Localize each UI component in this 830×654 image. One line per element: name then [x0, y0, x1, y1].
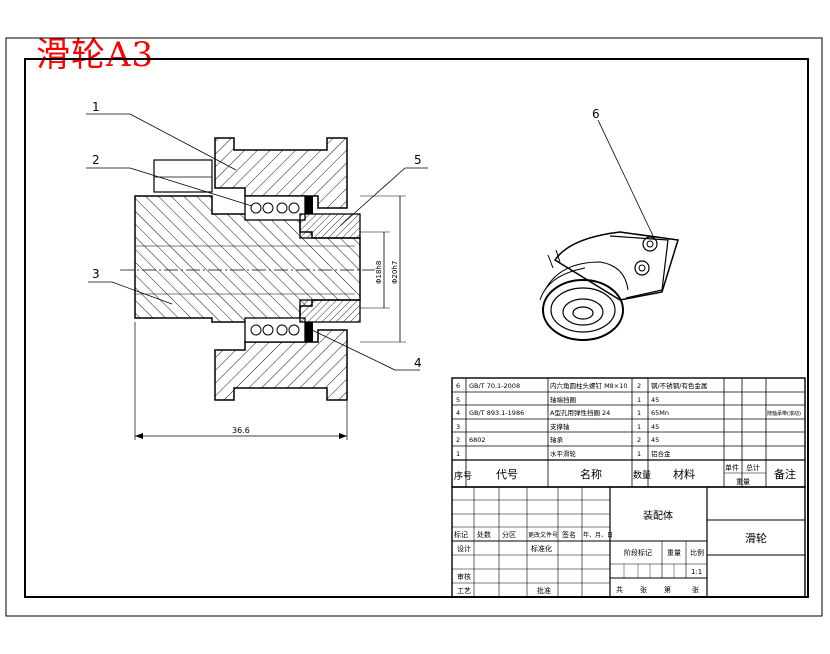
callout-2: 2 — [92, 153, 100, 167]
inner-border — [24, 58, 809, 598]
title-part-name: 滑轮 — [745, 531, 767, 545]
section-view — [86, 113, 428, 440]
pulley-body-lower — [214, 329, 348, 401]
bom-row-name: 轴端挡圈 — [550, 395, 576, 404]
dimension-bore-dia: Φ18h8 — [375, 261, 383, 284]
bom-row-material: 钢/不锈钢/有色金属 — [651, 381, 707, 390]
bom-header-total: 总计 — [746, 463, 760, 472]
bom-row-material: 45 — [651, 396, 659, 404]
bom-header-weight: 重量 — [736, 478, 750, 486]
title-label-mark: 标记 — [454, 530, 468, 539]
title-block-text: 装配体 滑轮 标记 处数 分区 更改文件号 签名 年、月、日 设计 标准化 阶段… — [454, 509, 767, 595]
pulley-body — [214, 137, 348, 209]
title-label-count: 处数 — [477, 530, 491, 539]
bom-row-material: 45 — [651, 436, 659, 444]
bom-row-code: 6802 — [469, 436, 486, 444]
dimension-overall-length: 36.6 — [232, 426, 250, 435]
bom-header: 序号 代号 名称 数量 材料 单件 总计 重量 备注 — [454, 463, 796, 486]
callout-6: 6 — [592, 107, 600, 121]
circlip — [305, 322, 313, 342]
title-label-date: 年、月、日 — [583, 531, 613, 539]
title-total: 共 — [616, 585, 623, 594]
bom-header-no: 序号 — [454, 470, 472, 482]
bom-row-material: 65Mn — [651, 409, 669, 417]
bom-row-no: 5 — [456, 396, 460, 404]
callout-3: 3 — [92, 267, 100, 281]
title-label-doc: 更改文件号 — [528, 531, 558, 539]
bom-header-qty: 数量 — [633, 469, 651, 481]
title-assembly: 装配体 — [643, 509, 673, 522]
bom-row-code: GB/T 70.1-2008 — [469, 382, 520, 390]
bom-header-name: 名称 — [580, 467, 602, 481]
bom-row-qty: 2 — [637, 436, 641, 444]
bom-row-qty: 1 — [637, 423, 641, 431]
bom-row-no: 2 — [456, 436, 460, 444]
bom-table — [451, 377, 806, 488]
circlip-upper — [305, 196, 313, 214]
bom-row-no: 1 — [456, 450, 460, 458]
end-retainer — [299, 213, 361, 239]
end-retainer-lower — [299, 299, 361, 323]
callout-4: 4 — [414, 356, 422, 370]
isometric-view — [539, 119, 679, 341]
callout-5: 5 — [414, 153, 422, 167]
title-approve: 批准 — [537, 586, 551, 595]
bom-header-code: 代号 — [496, 468, 518, 481]
upper-rim-block — [153, 159, 213, 193]
bom-row-qty: 1 — [637, 396, 641, 404]
drawing-stamp-title: 滑轮A3 — [36, 35, 155, 75]
bom-row-qty: 1 — [637, 409, 641, 417]
title-sheet-no: 第 — [664, 585, 671, 594]
bom-row-code: GB/T 893.1-1986 — [469, 409, 524, 417]
bom-header-material: 材料 — [673, 467, 695, 481]
bom-header-unit: 单件 — [725, 463, 739, 472]
bom-row-name: A型孔用弹性挡圈 24 — [550, 408, 610, 417]
title-stage-mark: 阶段标记 — [624, 548, 652, 557]
bom-row-name: 内六角圆柱头螺钉 M8×10 — [550, 381, 628, 390]
title-standardize: 标准化 — [531, 544, 552, 553]
title-sheet: 张 — [640, 585, 647, 594]
title-review: 审核 — [457, 572, 471, 581]
outer-border — [5, 37, 823, 617]
bom-row-note: 随轴承带(滚动) — [767, 410, 801, 417]
title-process: 工艺 — [457, 587, 471, 595]
title-design: 设计 — [457, 544, 471, 553]
title-scale-label: 比例 — [690, 548, 704, 557]
bom-row-material: 45 — [651, 423, 659, 431]
bom-header-note: 备注 — [774, 467, 796, 481]
title-label-zone: 分区 — [502, 530, 516, 539]
bom-row-name: 轴承 — [550, 435, 564, 444]
bom-row-no: 4 — [456, 409, 460, 417]
title-label-sign: 签名 — [562, 530, 576, 539]
bom-row-qty: 1 — [637, 450, 641, 458]
bom-row-name: 支撑轴 — [550, 422, 570, 431]
title-weight: 重量 — [667, 549, 681, 557]
bom-row-qty: 2 — [637, 382, 641, 390]
bom-row-no: 3 — [456, 423, 460, 431]
bom-row-name: 水平滑轮 — [550, 449, 577, 458]
title-scale: 1:1 — [691, 568, 702, 576]
bom-row-material: 铝合金 — [651, 449, 671, 458]
title-block — [451, 486, 806, 598]
dimension-outer-dia: Φ20h7 — [391, 261, 399, 284]
bearing-lower — [244, 317, 306, 343]
bom-rows: 6 GB/T 70.1-2008 内六角圆柱头螺钉 M8×10 2 钢/不锈钢/… — [456, 381, 801, 458]
bearing-upper — [244, 195, 306, 221]
title-sheet2: 张 — [692, 585, 699, 594]
bom-row-no: 6 — [456, 382, 460, 390]
callout-1: 1 — [92, 100, 100, 114]
